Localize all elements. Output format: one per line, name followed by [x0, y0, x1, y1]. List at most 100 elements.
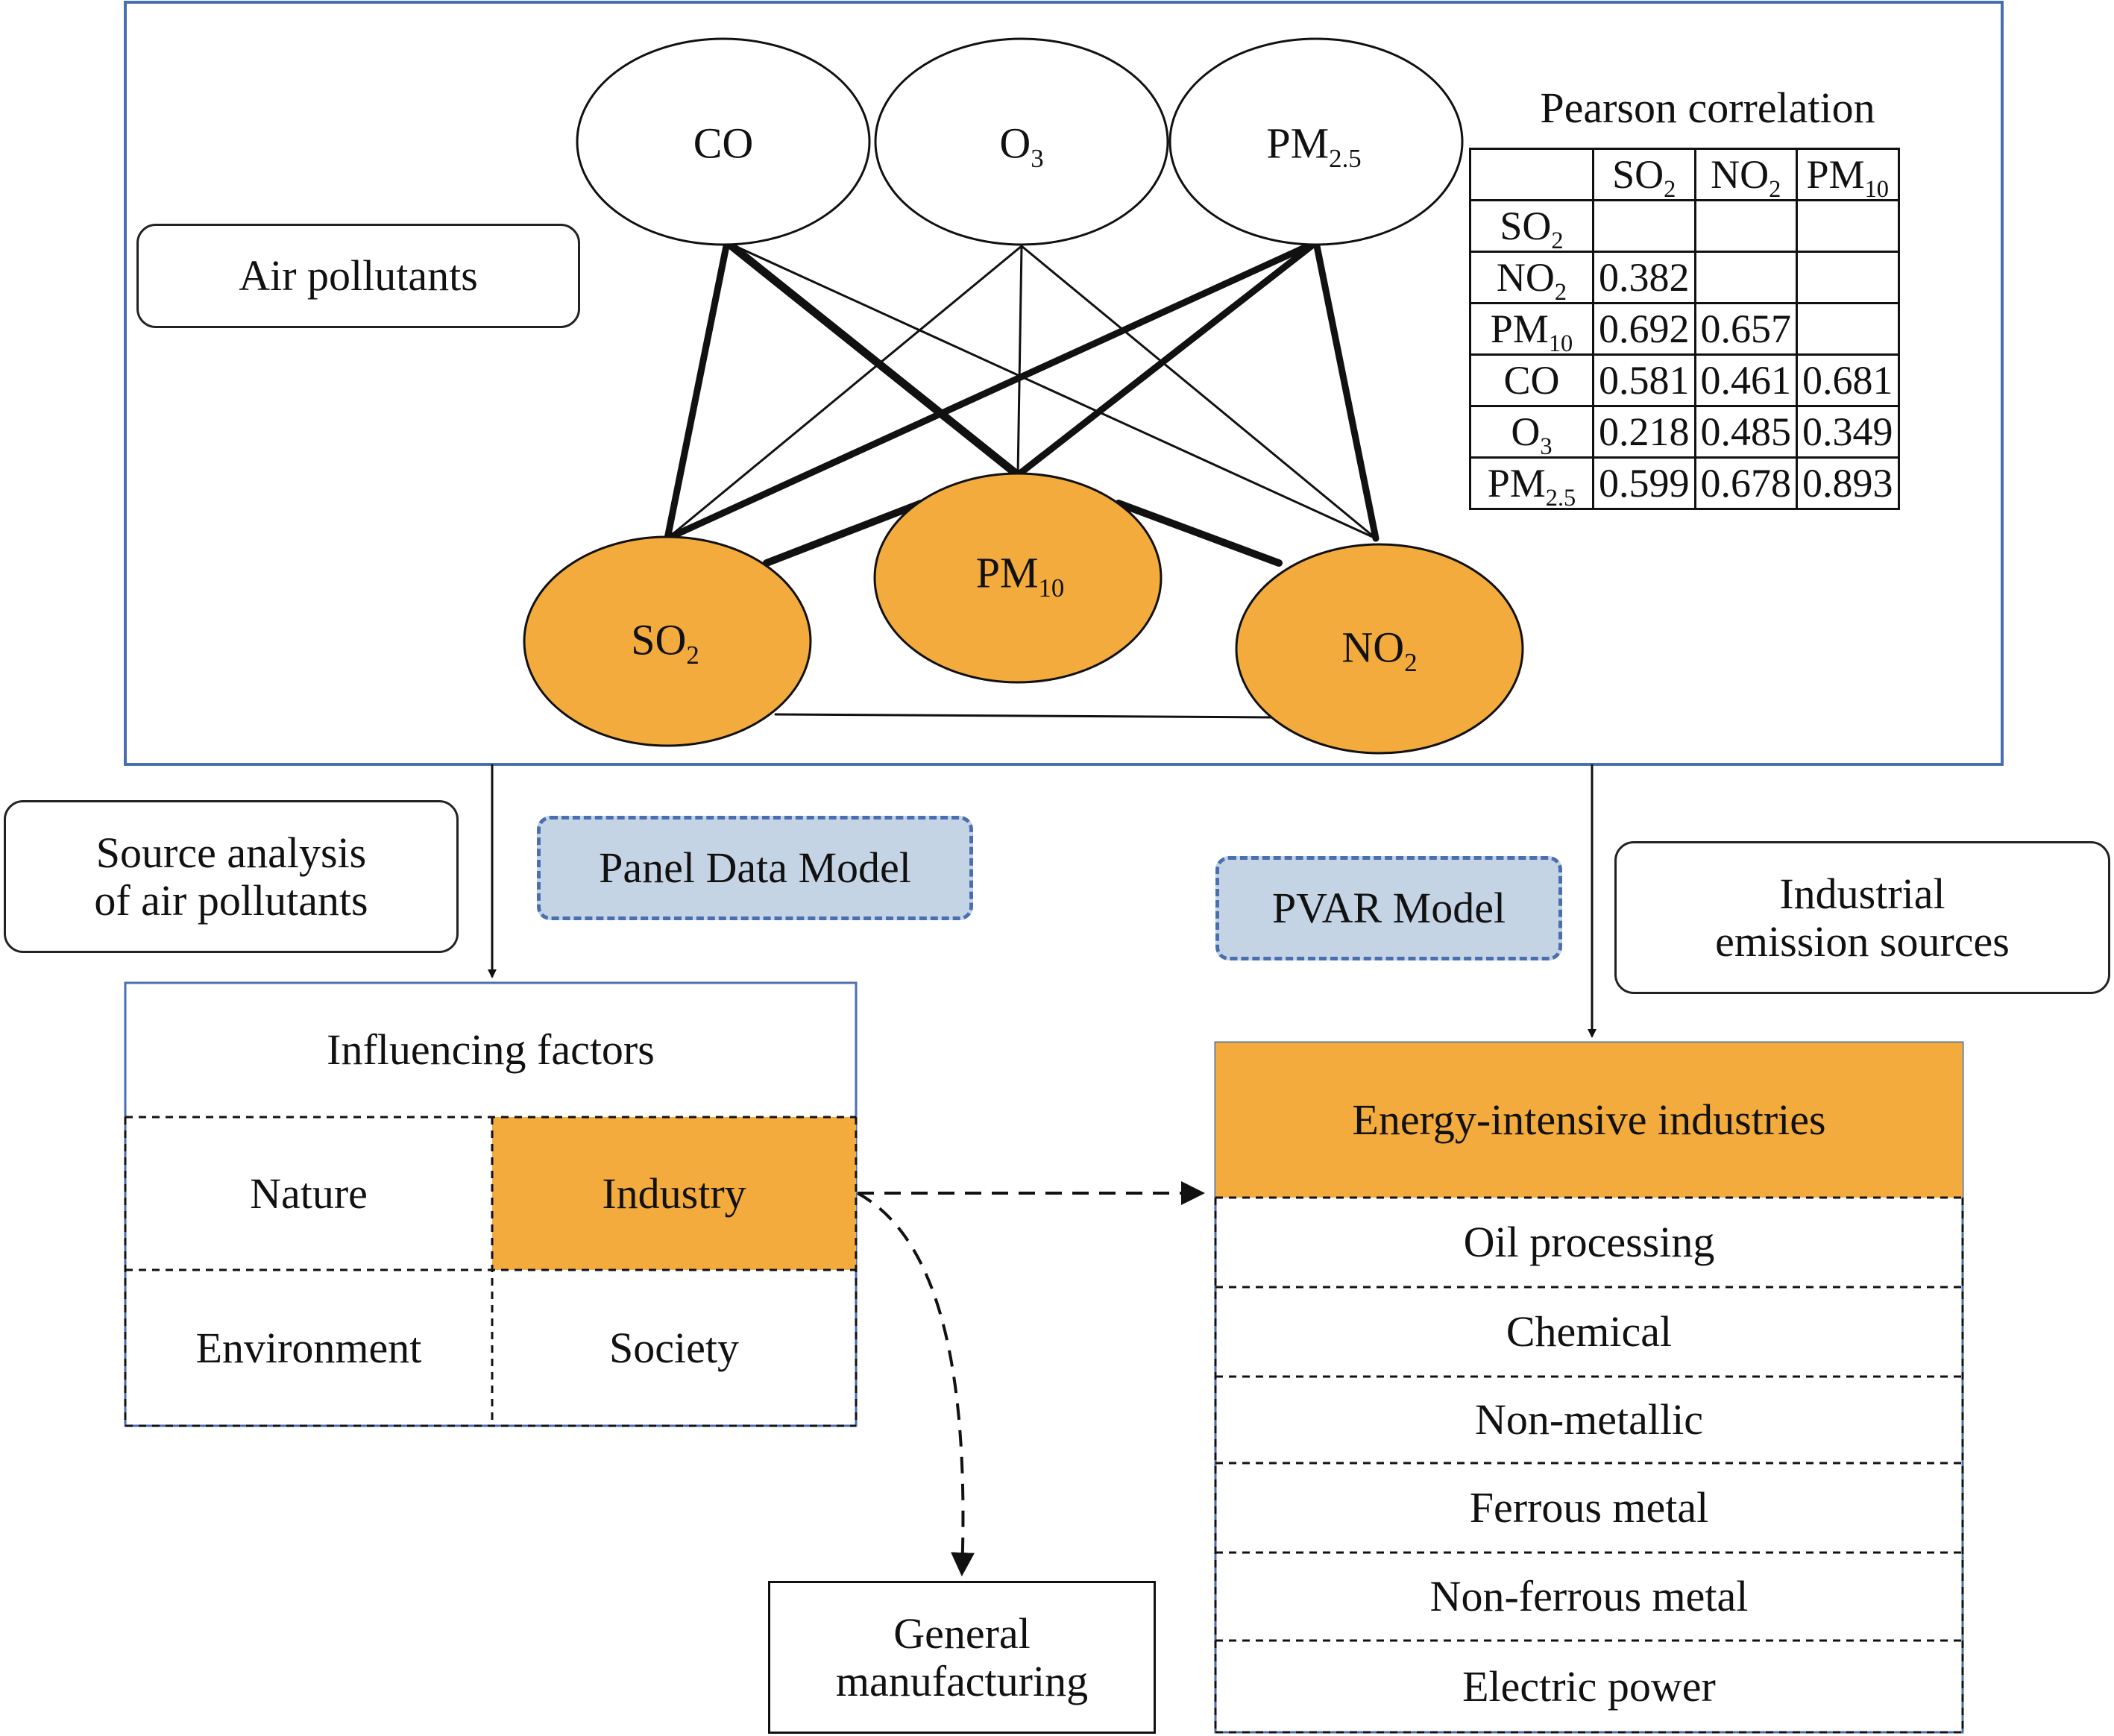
industry-non-metallic-text: Non-metallic	[1474, 1395, 1703, 1444]
node-pm10	[873, 472, 1163, 684]
pearson-value-cell	[1796, 302, 1900, 356]
industry-non-ferrous-metal: Non-ferrous metal	[1215, 1553, 1963, 1641]
industry-non-ferrous-metal-text: Non-ferrous metal	[1429, 1572, 1749, 1620]
industrial-emission-sources-label: Industrial emission sources	[1614, 841, 2110, 994]
factor-industry: Industry	[492, 1117, 856, 1270]
industries-title-fill	[1215, 1042, 1963, 1198]
node-so2-label: SO2	[631, 615, 699, 670]
industry-chemical-text: Chemical	[1506, 1307, 1673, 1356]
factor-industry-text: Industry	[602, 1169, 746, 1218]
edge-co-no2	[726, 241, 1377, 540]
pearson-column-header: SO2	[1592, 148, 1696, 201]
pearson-row-header: PM2.5	[1469, 456, 1594, 510]
edge-pm10-no2	[1115, 500, 1283, 567]
air-pollutants-frame	[124, 1, 2004, 766]
edge-co-so2	[664, 239, 731, 542]
general-manufacturing-label: General manufacturing	[768, 1581, 1156, 1734]
pearson-row-header: CO	[1469, 353, 1594, 407]
source-analysis-text: Source analysis of air pollutants	[94, 828, 368, 925]
pearson-value-cell: 0.692	[1592, 302, 1696, 356]
edge-so2-no2	[774, 713, 1273, 719]
air-pollutants-text: Air pollutants	[239, 251, 478, 300]
pearson-row-header: PM10	[1469, 302, 1594, 356]
pearson-value-cell: 0.349	[1796, 405, 1900, 459]
pvar-model-text: PVAR Model	[1271, 884, 1506, 932]
factor-society-text: Society	[609, 1323, 739, 1372]
panel-data-model-label: Panel Data Model	[537, 816, 973, 920]
pearson-row-header: SO2	[1469, 199, 1594, 253]
pearson-value-cell: 0.581	[1592, 353, 1696, 407]
factor-society: Society	[492, 1270, 856, 1426]
node-o3	[874, 37, 1169, 246]
factor-nature-text: Nature	[250, 1169, 368, 1218]
node-no2-label: NO2	[1341, 623, 1418, 678]
pearson-column-header: PM10	[1796, 148, 1900, 201]
air-pollutants-label: Air pollutants	[136, 224, 580, 328]
pearson-value-cell	[1796, 199, 1900, 253]
edge-co-pm10	[723, 238, 1022, 479]
node-no2	[1235, 543, 1524, 755]
node-so2	[523, 535, 812, 747]
industrial-emission-sources-text: Industrial emission sources	[1715, 869, 2010, 966]
influencing-factors-title: Influencing factors	[125, 983, 856, 1117]
industries-grid-lines	[1214, 1196, 1964, 1734]
pearson-value-cell: 0.678	[1693, 456, 1798, 510]
pearson-value-cell	[1693, 251, 1798, 304]
pearson-value-cell: 0.599	[1592, 456, 1696, 510]
edge-o3-so2	[666, 245, 1023, 540]
industry-oil-processing-text: Oil processing	[1463, 1218, 1715, 1266]
edge-pm25-no2	[1312, 239, 1380, 542]
factors-grid-lines	[124, 1116, 858, 1427]
edge-o3-no2	[1020, 245, 1377, 540]
pearson-row-header: NO2	[1469, 251, 1594, 304]
source-analysis-label: Source analysis of air pollutants	[4, 800, 459, 953]
pearson-value-cell: 0.681	[1796, 353, 1900, 407]
edge-pm25-pm10	[1014, 239, 1320, 479]
pearson-corner-cell	[1469, 148, 1594, 201]
edge-pm25-so2	[664, 239, 1320, 542]
pvar-model-label: PVAR Model	[1215, 856, 1562, 960]
node-pm25	[1168, 37, 1464, 246]
energy-industries-title: Energy-intensive industries	[1215, 1042, 1963, 1198]
node-co-label: CO	[693, 119, 754, 168]
pearson-value-cell: 0.657	[1693, 302, 1798, 356]
panel-data-model-text: Panel Data Model	[599, 843, 911, 892]
energy-industries-text: Energy-intensive industries	[1352, 1095, 1826, 1144]
factor-industry-fill	[492, 1117, 856, 1270]
node-o3-label: O3	[999, 119, 1044, 174]
pearson-row-header: O3	[1469, 405, 1594, 459]
industry-oil-processing: Oil processing	[1215, 1198, 1963, 1287]
pearson-title: Pearson correlation	[1462, 82, 1954, 134]
pearson-title-text: Pearson correlation	[1540, 84, 1875, 132]
industry-chemical: Chemical	[1215, 1287, 1963, 1377]
influencing-factors-text: Influencing factors	[327, 1025, 655, 1074]
node-co	[576, 37, 871, 246]
factor-environment-text: Environment	[195, 1323, 422, 1372]
pearson-value-cell: 0.485	[1693, 405, 1798, 459]
pearson-value-cell: 0.382	[1592, 251, 1696, 304]
pearson-value-cell	[1796, 251, 1900, 304]
industry-electric-power-text: Electric power	[1462, 1661, 1716, 1711]
edge-so2-pm10	[763, 500, 925, 567]
pearson-value-cell: 0.893	[1796, 456, 1900, 510]
factor-nature: Nature	[125, 1117, 492, 1270]
industry-electric-power: Electric power	[1215, 1641, 1963, 1732]
edge-o3-pm10	[1016, 245, 1023, 477]
pearson-value-cell	[1693, 199, 1798, 253]
node-pm25-label: PM2.5	[1266, 119, 1362, 174]
pearson-value-cell: 0.461	[1693, 353, 1798, 407]
pearson-row: SO2	[1469, 199, 1900, 253]
dashed-arrow-industry-to-general	[857, 1192, 975, 1576]
pearson-value-cell: 0.218	[1592, 405, 1696, 459]
factor-environment: Environment	[125, 1270, 492, 1426]
general-manufacturing-text: General manufacturing	[835, 1608, 1089, 1705]
industry-non-metallic: Non-metallic	[1215, 1377, 1963, 1463]
industry-ferrous-metal: Ferrous metal	[1215, 1463, 1963, 1553]
